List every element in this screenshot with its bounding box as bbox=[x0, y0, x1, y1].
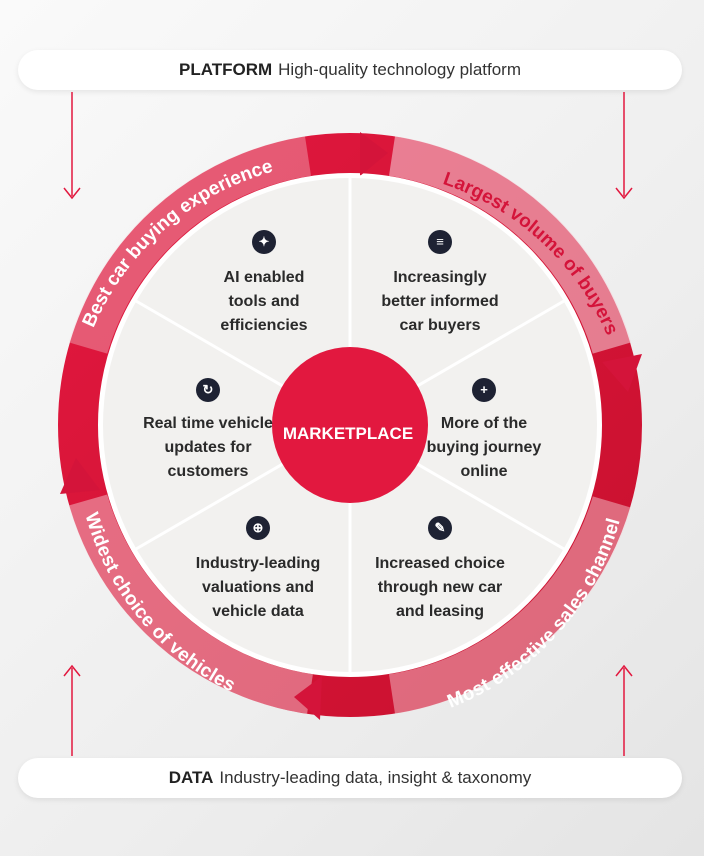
platform-heading: PLATFORM bbox=[178, 60, 273, 79]
outer-ring bbox=[58, 133, 642, 717]
marketplace-hub bbox=[272, 347, 428, 503]
platform-text: High-quality technology platform bbox=[278, 60, 522, 79]
segment-label-online: More of the buying journey online bbox=[426, 415, 542, 480]
sparkle-icon: ✦ bbox=[252, 230, 276, 254]
arrows bbox=[63, 92, 633, 756]
platform-bar: PLATFORM High-quality technology platfor… bbox=[18, 50, 682, 90]
card-plus-icon: + bbox=[472, 378, 496, 402]
segment-label-valuations: Industry-leading valuations and vehicle … bbox=[195, 555, 321, 620]
valuation-icon: ⊕ bbox=[246, 516, 270, 540]
marketplace-label: MARKETPLACE bbox=[282, 424, 414, 443]
segment-label-ai: AI enabled tools and efficiencies bbox=[220, 269, 308, 334]
document-pen-icon: ✎ bbox=[428, 516, 452, 540]
data-bar: DATA Industry-leading data, insight & ta… bbox=[18, 758, 682, 798]
info-list-icon: ≡ bbox=[428, 230, 452, 254]
segment-label-realtime: Real time vehicle updates for customers bbox=[143, 415, 273, 480]
segment-label-informed: Increasingly better informed car buyers bbox=[381, 269, 499, 334]
segment-label-choice: Increased choice through new car and lea… bbox=[375, 555, 505, 620]
refresh-icon: ↻ bbox=[196, 378, 220, 402]
data-text: Industry-leading data, insight & taxonom… bbox=[219, 768, 532, 787]
data-heading: DATA bbox=[168, 768, 214, 787]
